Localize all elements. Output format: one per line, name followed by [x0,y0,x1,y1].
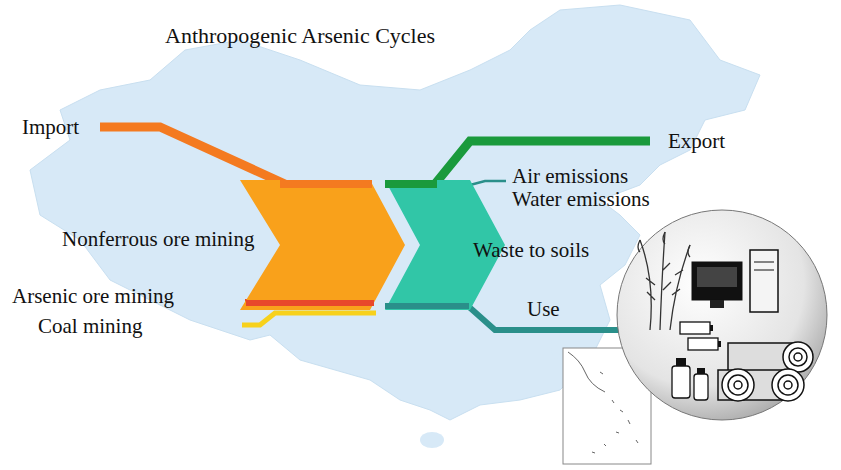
diagram-title: Anthropogenic Arsenic Cycles [165,24,435,48]
air-emission-band [470,181,506,185]
flow-strip [280,180,372,188]
inset-map-coast [568,352,638,453]
flow-label: Import [22,116,79,139]
taiwan-island [551,331,561,359]
hainan-island [420,432,444,448]
flow-label: Use [527,298,560,321]
uses-illustration [617,210,827,420]
node-label: Nonferrous ore mining [62,228,254,251]
flow-label: Water emissions [512,188,650,211]
flow-label: Export [668,130,725,153]
flow-label: Coal mining [38,315,142,338]
coal-band [242,313,376,325]
flow-strip [385,303,469,309]
node-label: Waste to soils [473,239,589,262]
chevron-shape [240,180,405,310]
flow-label: Air emissions [512,165,628,188]
import-band [100,127,285,184]
flow-strip [385,180,437,188]
flow-label: Arsenic ore mining [12,285,174,308]
sink-chevron: Waste to soils [385,180,505,310]
chevron-fill [240,180,405,310]
source-chevron: Nonferrous ore mining [240,180,405,310]
flow-strip [246,300,374,306]
